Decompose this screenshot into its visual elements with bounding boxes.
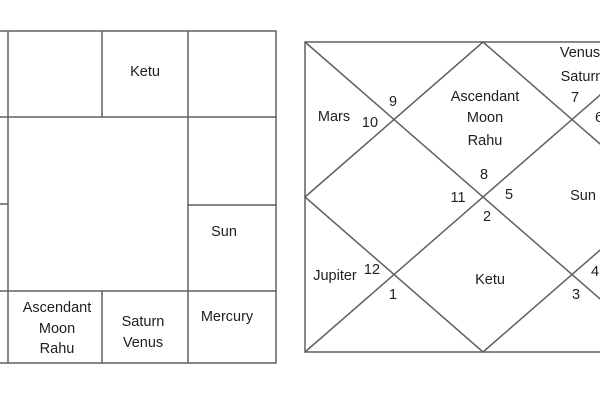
- house-number-10: 10: [362, 115, 378, 131]
- south-cell-saturn: Saturn: [122, 314, 165, 330]
- south-cell-mercury: Mercury: [201, 309, 254, 325]
- north-planet-sun: Sun: [570, 188, 596, 204]
- house-number-3: 3: [572, 287, 580, 303]
- house-number-2: 2: [483, 209, 491, 225]
- north-planet-rahu: Rahu: [468, 133, 503, 149]
- south-chart-border: [0, 30, 277, 364]
- north-planet-venus: Venus: [560, 45, 600, 61]
- south-cell-ketu: Ketu: [130, 64, 160, 80]
- north-indian-chart: Mars Ascendant Moon Rahu Venus Saturn Su…: [303, 41, 600, 353]
- north-planet-ascendant: Ascendant: [451, 89, 520, 105]
- house-number-9: 9: [389, 94, 397, 110]
- south-cell-rahu: Rahu: [40, 341, 75, 357]
- house-number-6: 6: [595, 110, 600, 126]
- south-cell-sun: Sun: [211, 224, 237, 240]
- house-number-4: 4: [591, 264, 599, 280]
- north-planet-moon: Moon: [467, 110, 503, 126]
- north-planet-mars: Mars: [318, 109, 350, 125]
- house-number-12: 12: [364, 262, 380, 278]
- south-cell-moon: Moon: [39, 321, 75, 337]
- south-cell-ascendant: Ascendant: [23, 300, 92, 316]
- house-number-5: 5: [505, 187, 513, 203]
- house-number-8: 8: [480, 167, 488, 183]
- north-planet-ketu: Ketu: [475, 272, 505, 288]
- house-number-7: 7: [571, 90, 579, 106]
- south-indian-chart: Ketu Sun Ascendant Moon Rahu Saturn Venu…: [0, 30, 277, 364]
- house-number-11: 11: [450, 190, 465, 206]
- north-planet-jupiter: Jupiter: [313, 268, 357, 284]
- house-number-1: 1: [389, 287, 397, 303]
- south-cell-venus: Venus: [123, 335, 163, 351]
- north-planet-saturn: Saturn: [561, 69, 600, 85]
